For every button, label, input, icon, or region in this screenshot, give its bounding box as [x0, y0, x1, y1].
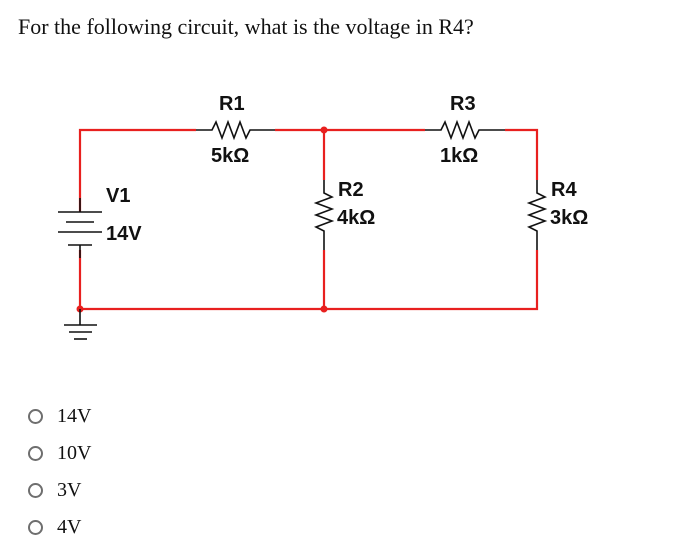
source-name-label: V1 [106, 185, 130, 207]
resistor-r1-symbol [196, 119, 275, 141]
resistor-r3-symbol [425, 119, 505, 141]
resistor-r2-symbol [313, 180, 335, 250]
radio-button[interactable] [28, 409, 43, 424]
answer-option[interactable]: 3V [26, 472, 91, 509]
junctions [76, 126, 328, 313]
resistor-r4-symbol [526, 180, 548, 250]
battery-v1-symbol [58, 198, 102, 258]
answer-option[interactable]: 4V [26, 509, 91, 546]
source-value-label: 14V [106, 223, 142, 245]
r1-name-label: R1 [219, 93, 245, 115]
answer-options: 14V 10V 3V 4V [26, 398, 91, 546]
wire-r4-bottom [80, 250, 539, 311]
r3-value-label: 1kΩ [440, 145, 478, 167]
junction-top [320, 126, 328, 134]
radio-button[interactable] [28, 483, 43, 498]
answer-option-label: 4V [57, 516, 82, 538]
answer-option-label: 14V [57, 405, 92, 427]
wire-top-left [78, 128, 196, 212]
circuit-diagram: V1 14V R1 5kΩ R2 4kΩ R3 1kΩ R4 3kΩ [58, 93, 588, 340]
r2-name-label: R2 [338, 179, 364, 201]
answer-option[interactable]: 14V [26, 398, 91, 435]
radio-button[interactable] [28, 520, 43, 535]
r2-value-label: 4kΩ [337, 207, 375, 229]
wire-top-right [505, 128, 539, 180]
r3-name-label: R3 [450, 93, 476, 115]
radio-button[interactable] [28, 446, 43, 461]
r1-value-label: 5kΩ [211, 145, 249, 167]
r4-name-label: R4 [551, 179, 577, 201]
junction-bottom-middle [320, 305, 328, 313]
r4-value-label: 3kΩ [550, 207, 588, 229]
answer-option[interactable]: 10V [26, 435, 91, 472]
answer-option-label: 10V [57, 442, 92, 464]
question-text: For the following circuit, what is the v… [18, 14, 474, 39]
ground-icon [64, 309, 97, 340]
answer-option-label: 3V [57, 479, 82, 501]
wires [78, 128, 539, 311]
